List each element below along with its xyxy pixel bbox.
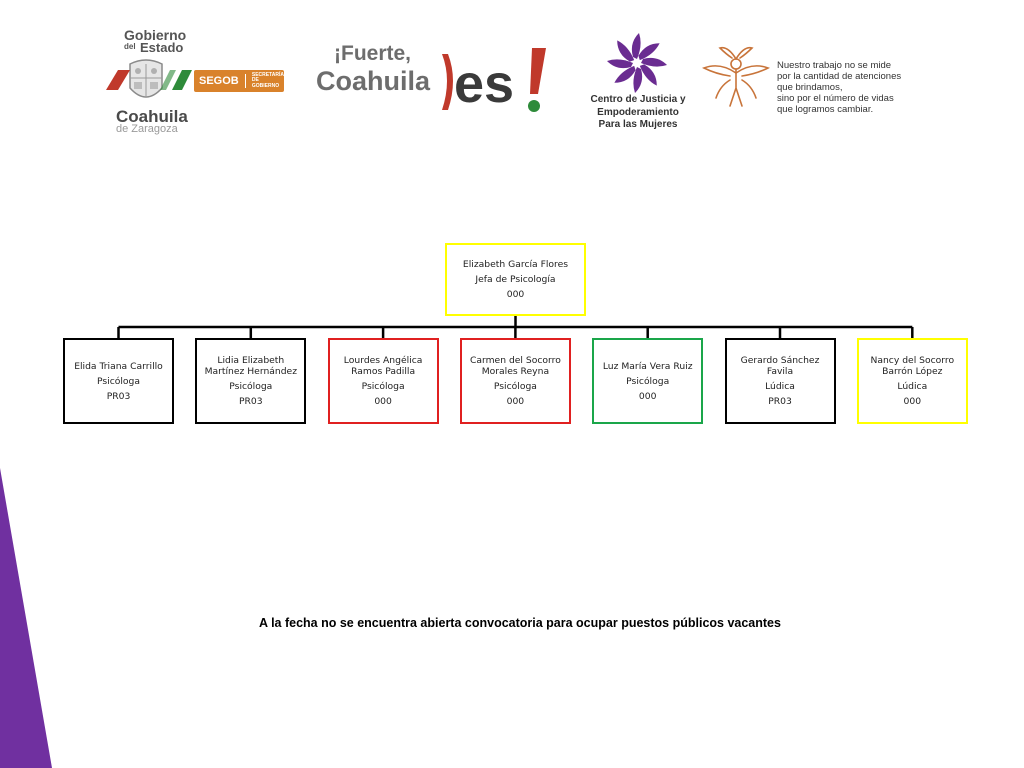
quote-line3: que brindamos,	[777, 82, 843, 93]
centro-line1: Centro de Justicia y	[590, 94, 686, 105]
quote-line1: Nuestro trabajo no se mide	[777, 60, 892, 71]
node-name: Lourdes Angélica Ramos Padilla	[343, 355, 423, 377]
node-name: Carmen del Socorro Morales Reyna	[469, 355, 561, 377]
node-role: Psicóloga	[361, 381, 405, 392]
org-node-child: Gerardo Sánchez Favila Lúdica PR03	[724, 338, 836, 424]
node-name: Elizabeth García Flores	[462, 259, 569, 270]
quote-line5: que logramos cambiar.	[777, 104, 874, 115]
quote-line4: sino por el número de vidas	[777, 93, 894, 104]
node-code: 000	[374, 396, 392, 407]
node-role: Psicóloga	[626, 375, 670, 387]
node-name: Luz María Vera Ruiz	[602, 360, 693, 372]
centro-justicia-logo: Centro de Justicia y Empoderamiento Para…	[584, 30, 692, 136]
org-node-child: Nancy del Socorro Barrón López Lúdica 00…	[856, 338, 968, 424]
segob-divider	[244, 74, 246, 88]
coat-of-arms-icon	[129, 59, 163, 98]
segob-badge: SEGOB SECRETARÍA DE GOBIERNO	[194, 70, 284, 92]
segob-sub1: SECRETARÍA	[251, 72, 284, 79]
segob-label: SEGOB	[199, 75, 239, 87]
node-role: Psicóloga	[229, 381, 273, 392]
node-code: PR03	[768, 396, 792, 407]
org-node-root: Elizabeth García Flores Jefa de Psicolog…	[445, 243, 586, 316]
coahuila-text: Coahuila	[316, 66, 431, 96]
node-name: Elida Triana Carrillo	[74, 360, 163, 372]
svg-text:es: es	[454, 54, 514, 114]
node-code: 000	[506, 289, 525, 300]
node-code: PR03	[106, 390, 131, 402]
node-role: Psicóloga	[493, 381, 537, 392]
quote-text: Nuestro trabajo no se mide por la cantid…	[777, 60, 937, 115]
quote-block: Nuestro trabajo no se mide por la cantid…	[700, 44, 930, 116]
centro-line3: Para las Mujeres	[598, 119, 678, 130]
node-name: Nancy del Socorro Barrón López	[870, 355, 955, 377]
centro-line2: Empoderamiento	[597, 106, 679, 118]
node-name: Lidia Elizabeth Martínez Hernández	[204, 355, 298, 377]
logo-text-del: del	[124, 42, 136, 51]
logo-text-estado: Estado	[140, 40, 184, 55]
node-role: Jefa de Psicología	[475, 274, 556, 285]
node-code: 000	[903, 396, 922, 407]
gobierno-coahuila-logo: Gobierno del Estado SEGOB SECRETARÍA DE …	[104, 26, 289, 138]
node-code: PR03	[238, 396, 263, 407]
org-node-child: Luz María Vera Ruiz Psicóloga 000	[592, 338, 704, 424]
org-node-child: Lidia Elizabeth Martínez Hernández Psicó…	[195, 338, 307, 424]
org-node-child: Carmen del Socorro Morales Reyna Psicólo…	[459, 338, 571, 424]
node-name: Gerardo Sánchez Favila	[740, 355, 820, 377]
node-role: Psicóloga	[96, 375, 141, 387]
org-node-child: Elida Triana Carrillo Psicóloga PR03	[63, 338, 174, 424]
es-exclamation-logo-icon: es	[442, 48, 546, 114]
purple-side-stripe	[0, 468, 52, 768]
logo-text-coahuila: Coahuila	[116, 107, 188, 126]
node-code: 000	[638, 390, 657, 402]
centro-justicia-text: Centro de Justicia y Empoderamiento Para…	[584, 94, 692, 132]
fuerte-text: ¡Fuerte,	[334, 42, 412, 65]
tricolor-stripes-icon	[106, 70, 192, 90]
woman-figure-icon	[701, 46, 771, 107]
logo-text-zaragoza: de Zaragoza	[116, 123, 178, 135]
node-role: Lúdica	[765, 381, 795, 392]
pinwheel-flower-icon	[607, 33, 667, 93]
node-code: 000	[506, 396, 525, 407]
org-node-child: Lourdes Angélica Ramos Padilla Psicóloga…	[327, 338, 439, 424]
segob-sublabel: SECRETARÍA DE GOBIERNO	[252, 73, 284, 89]
fuerte-coahuila-logo: ¡Fuerte, Coahuila es	[312, 40, 557, 120]
logo-text-gobierno: Gobierno	[124, 27, 187, 43]
vacancy-notice: A la fecha no se encuentra abierta convo…	[259, 616, 781, 630]
segob-sub2: DE GOBIERNO	[251, 77, 280, 89]
node-role: Lúdica	[897, 381, 928, 392]
quote-line2: por la cantidad de atenciones	[777, 71, 902, 82]
